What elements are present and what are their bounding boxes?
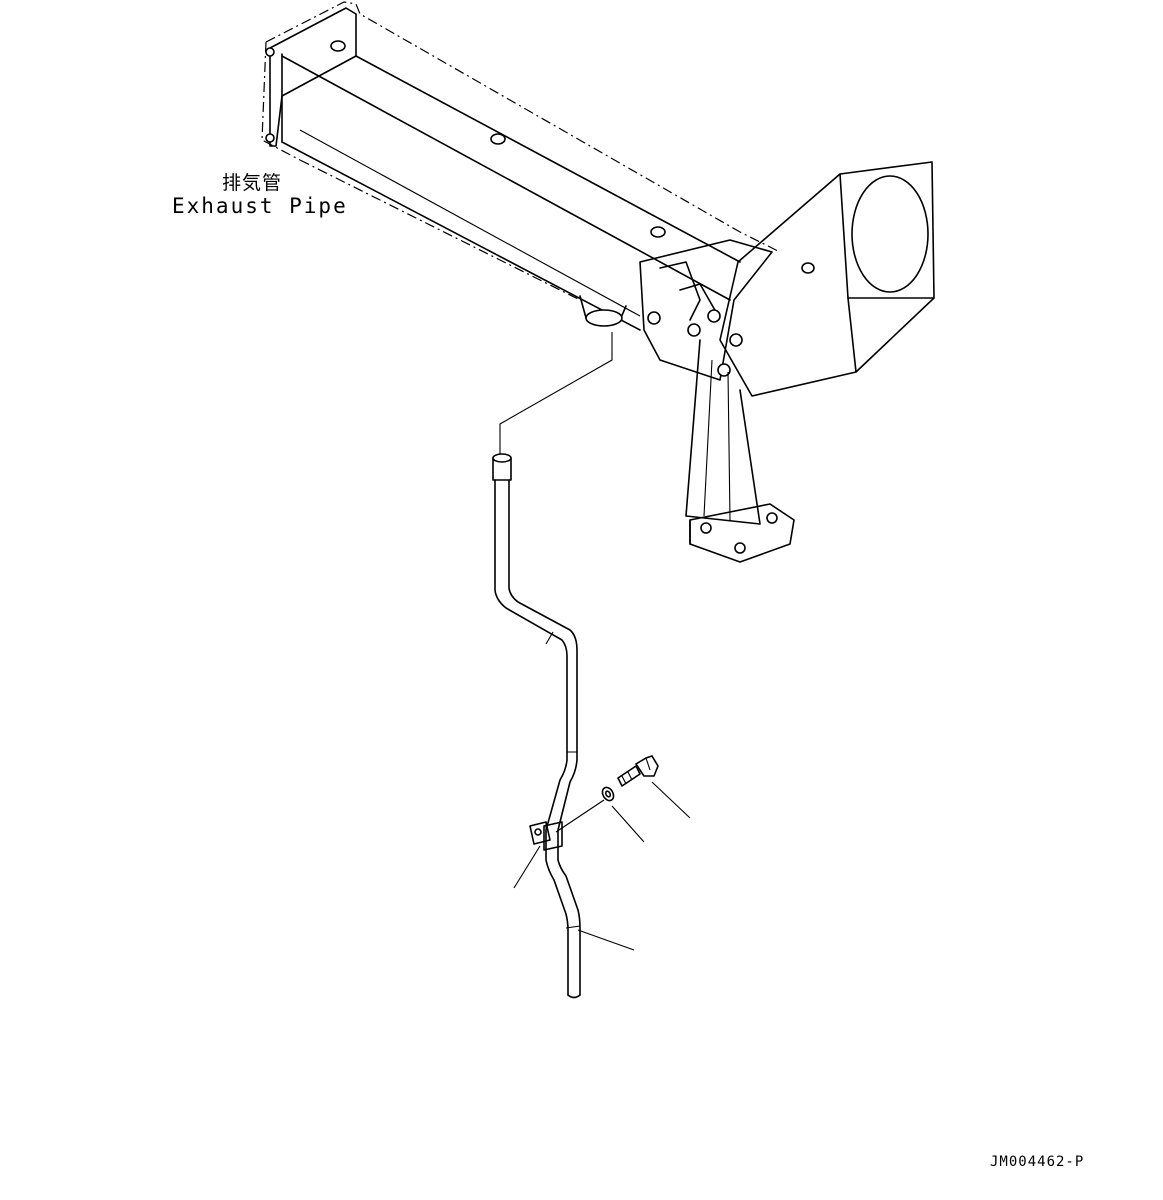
bolt-icon: [801, 262, 815, 274]
sensor-tube: [492, 453, 581, 999]
leader-line-tube: [577, 929, 635, 951]
washer: [601, 786, 615, 802]
muffler-box: [719, 161, 935, 397]
exhaust-pipe-label: Exhaust Pipe: [172, 194, 348, 218]
bolt: [617, 755, 659, 787]
bolt-icon: [490, 133, 506, 145]
bolt-icon: [707, 309, 721, 323]
leader-line-bolt: [651, 781, 691, 819]
drawing-number: JM004462-P: [990, 1154, 1085, 1170]
exhaust-pipe-label-jp: 排気管: [222, 172, 283, 194]
leader-line: [499, 332, 613, 456]
leader-line-clamp: [513, 845, 541, 889]
bolt-icon: [650, 226, 666, 238]
exhaust-pipe: [261, 1, 781, 331]
leader-line: [555, 799, 605, 833]
mount-bracket: [639, 239, 795, 563]
bolt-icon: [647, 311, 661, 325]
bolt-icon: [330, 40, 346, 52]
bolt-icon: [687, 323, 701, 337]
leader-line-washer: [611, 805, 645, 843]
bolt-icon: [729, 333, 743, 347]
bolt-icon: [717, 363, 731, 377]
